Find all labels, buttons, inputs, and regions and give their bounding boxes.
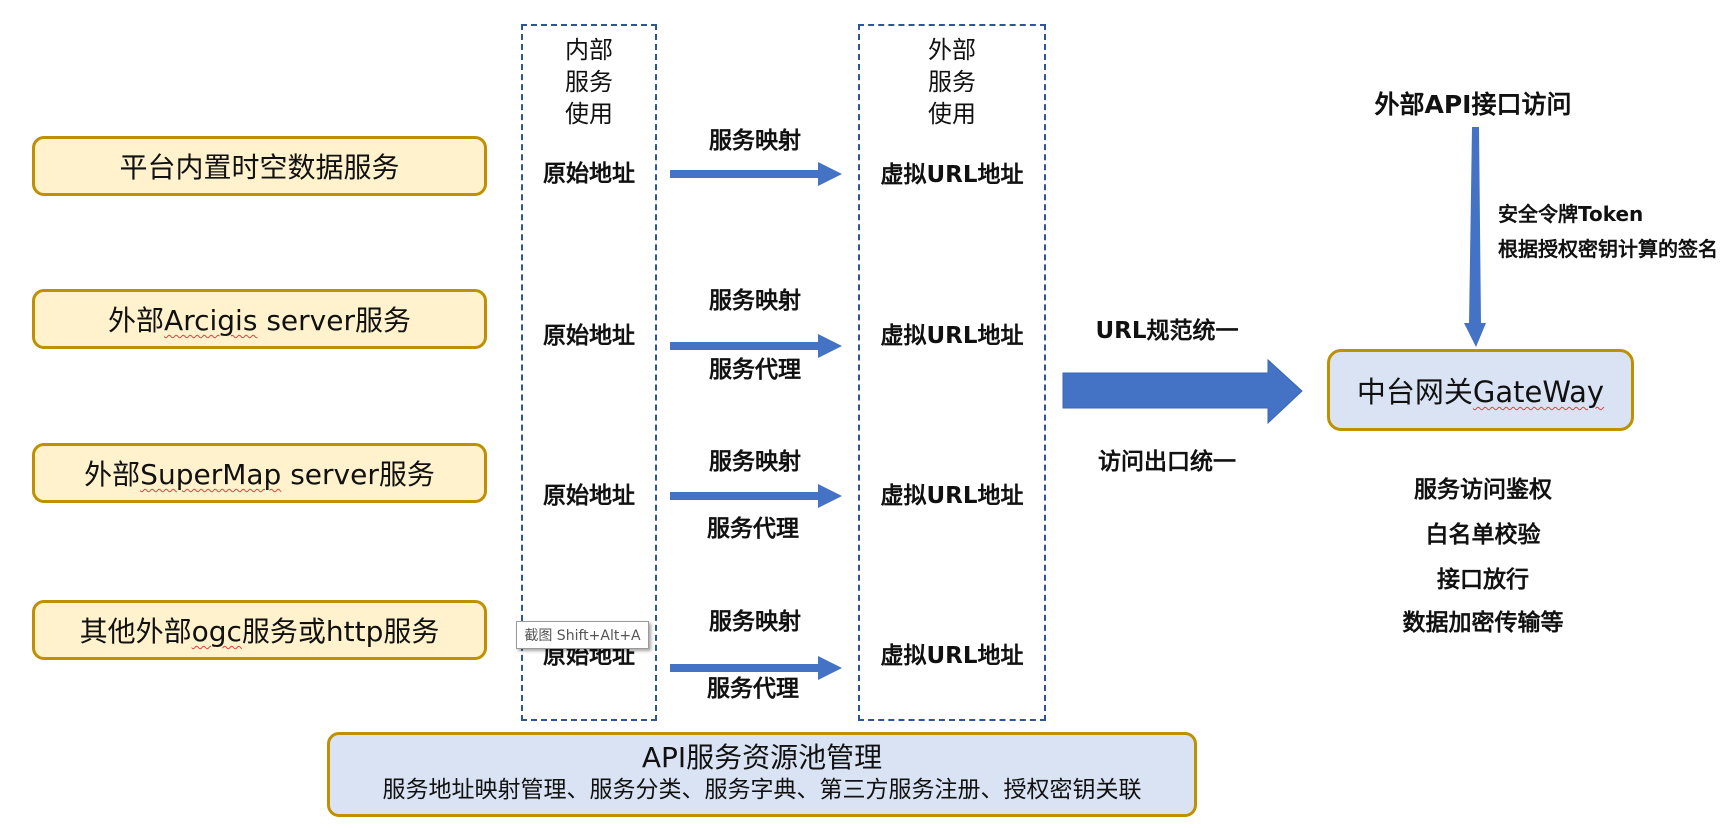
- external-api-title: 外部API接口访问: [1374, 90, 1572, 119]
- internal-use-column: 内部 服务 使用: [521, 24, 657, 721]
- virtual-url-address: 虚拟URL地址: [880, 323, 1024, 349]
- virtual-url-address: 虚拟URL地址: [880, 483, 1024, 509]
- url-unify-label: URL规范统一: [1095, 318, 1239, 344]
- mapping-arrow: [670, 162, 842, 186]
- proxy-label: 服务代理: [707, 676, 799, 702]
- header-line: 服务: [565, 68, 613, 96]
- header-line: 使用: [928, 100, 976, 128]
- gateway-feature: 白名单校验: [1425, 522, 1541, 548]
- unify-arrow: [1062, 358, 1303, 425]
- mapping-label: 服务映射: [709, 449, 801, 475]
- header-line: 使用: [565, 100, 613, 128]
- mapping-arrow: [670, 656, 842, 680]
- signature-label: 根据授权密钥计算的签名: [1498, 237, 1718, 261]
- gateway-label: 中台网关GateWay: [1356, 375, 1605, 409]
- source-label: 平台内置时空数据服务: [119, 151, 400, 184]
- api-resource-pool-box[interactable]: API服务资源池管理 服务地址映射管理、服务分类、服务字典、第三方服务注册、授权…: [327, 732, 1197, 817]
- original-address: 原始地址: [543, 323, 635, 349]
- internal-column-header: 内部 服务 使用: [523, 34, 655, 130]
- header-line: 服务: [928, 68, 976, 96]
- source-box-supermap[interactable]: 外部SuperMap server服务: [32, 443, 487, 503]
- virtual-url-address: 虚拟URL地址: [880, 162, 1024, 188]
- source-box-arcgis[interactable]: 外部Arcigis server服务: [32, 289, 487, 349]
- api-access-arrow: [1464, 127, 1486, 347]
- mapping-label: 服务映射: [709, 609, 801, 635]
- gateway-feature: 服务访问鉴权: [1414, 477, 1552, 503]
- original-address: 原始地址: [543, 161, 635, 187]
- source-label: 其他外部ogc服务或http服务: [79, 615, 440, 648]
- screenshot-shortcut-tooltip: 截图 Shift+Alt+A: [516, 621, 649, 649]
- mapping-arrow: [670, 334, 842, 358]
- mapping-arrow: [670, 484, 842, 508]
- gateway-feature: 数据加密传输等: [1402, 610, 1564, 636]
- token-label: 安全令牌Token: [1498, 202, 1644, 226]
- proxy-label: 服务代理: [707, 516, 799, 542]
- source-box-ogc-http[interactable]: 其他外部ogc服务或http服务: [32, 600, 487, 660]
- external-column-header: 外部 服务 使用: [860, 34, 1044, 130]
- external-use-column: 外部 服务 使用: [858, 24, 1046, 721]
- proxy-label: 服务代理: [709, 357, 801, 383]
- exit-unify-label: 访问出口统一: [1098, 449, 1236, 475]
- source-label: 外部SuperMap server服务: [84, 458, 435, 491]
- original-address: 原始地址: [543, 483, 635, 509]
- pool-subtitle: 服务地址映射管理、服务分类、服务字典、第三方服务注册、授权密钥关联: [382, 777, 1142, 803]
- pool-title: API服务资源池管理: [641, 741, 883, 774]
- mapping-label: 服务映射: [709, 288, 801, 314]
- header-line: 外部: [928, 36, 976, 64]
- gateway-box[interactable]: 中台网关GateWay: [1327, 349, 1634, 431]
- source-label: 外部Arcigis server服务: [108, 304, 411, 337]
- header-line: 内部: [565, 36, 613, 64]
- source-box-builtin[interactable]: 平台内置时空数据服务: [32, 136, 487, 196]
- gateway-feature: 接口放行: [1437, 567, 1529, 593]
- mapping-label: 服务映射: [709, 128, 801, 154]
- virtual-url-address: 虚拟URL地址: [880, 643, 1024, 669]
